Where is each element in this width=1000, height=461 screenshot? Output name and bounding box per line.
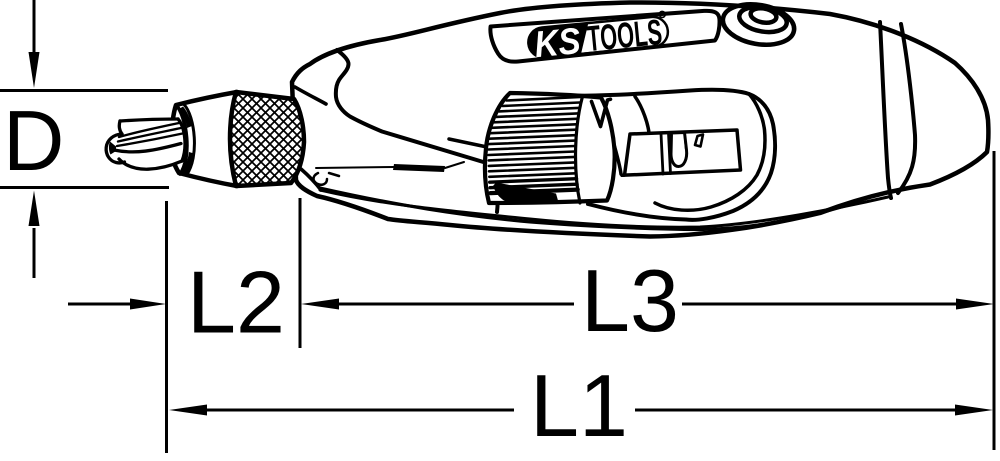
svg-text:D: D: [3, 94, 64, 189]
svg-text:L1: L1: [530, 356, 628, 455]
svg-text:L2: L2: [187, 253, 285, 352]
svg-text:L3: L3: [581, 251, 679, 350]
svg-text:TOOLS: TOOLS: [585, 11, 664, 59]
svg-text:KS: KS: [533, 20, 583, 65]
